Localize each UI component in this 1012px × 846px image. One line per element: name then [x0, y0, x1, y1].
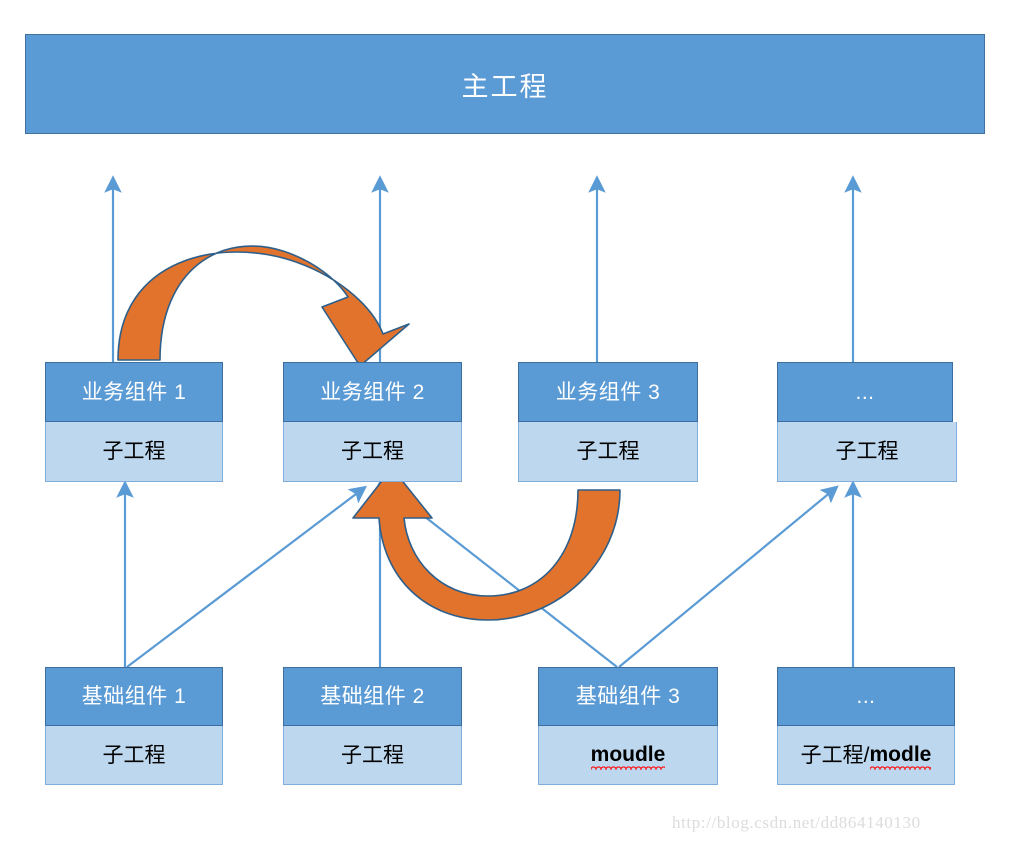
business-component-4-subtitle: 子工程	[777, 422, 957, 482]
arrow-base-3-to-business-2	[385, 485, 618, 668]
business-component-3[interactable]: 业务组件 3 子工程	[518, 362, 698, 482]
business-component-1-subtitle: 子工程	[45, 422, 223, 482]
base-component-4-subtitle: 子工程/modle	[777, 726, 955, 785]
base-component-3-subtitle: moudle	[538, 726, 718, 785]
main-project-box: 主工程	[25, 34, 985, 134]
business-component-1-title: 业务组件 1	[45, 362, 223, 422]
business-component-4-title: ...	[777, 362, 953, 422]
base-component-4-subtitle-prefix: 子工程/	[800, 743, 870, 767]
base-component-3[interactable]: 基础组件 3 moudle	[538, 667, 718, 785]
business-component-2-subtitle: 子工程	[283, 422, 462, 482]
base-component-3-title: 基础组件 3	[538, 667, 718, 726]
base-component-4[interactable]: ... 子工程/modle	[777, 667, 955, 785]
business-component-1[interactable]: 业务组件 1 子工程	[45, 362, 223, 482]
orange-arrow-business1-to-business2	[117, 245, 410, 367]
base-component-2-subtitle: 子工程	[283, 726, 462, 785]
arrow-base-1-to-business-2	[126, 485, 368, 668]
business-component-3-subtitle: 子工程	[518, 422, 698, 482]
base-component-1-subtitle: 子工程	[45, 726, 223, 785]
business-component-2[interactable]: 业务组件 2 子工程	[283, 362, 462, 482]
orange-arrow-base3-to-business2	[352, 467, 621, 621]
arrow-base-3-to-business-4	[618, 485, 839, 668]
base-component-2[interactable]: 基础组件 2 子工程	[283, 667, 462, 785]
misspelled-word-moudle: moudle	[590, 742, 666, 770]
base-component-1-title: 基础组件 1	[45, 667, 223, 726]
business-component-3-title: 业务组件 3	[518, 362, 698, 422]
business-component-4[interactable]: ... 子工程	[777, 362, 957, 482]
business-component-2-title: 业务组件 2	[283, 362, 462, 422]
main-project-label: 主工程	[461, 71, 549, 102]
misspelled-word-modle: modle	[869, 742, 932, 770]
base-component-2-title: 基础组件 2	[283, 667, 462, 726]
base-component-1[interactable]: 基础组件 1 子工程	[45, 667, 223, 785]
base-component-4-title: ...	[777, 667, 955, 726]
watermark-url: http://blog.csdn.net/dd864140130	[672, 813, 921, 832]
